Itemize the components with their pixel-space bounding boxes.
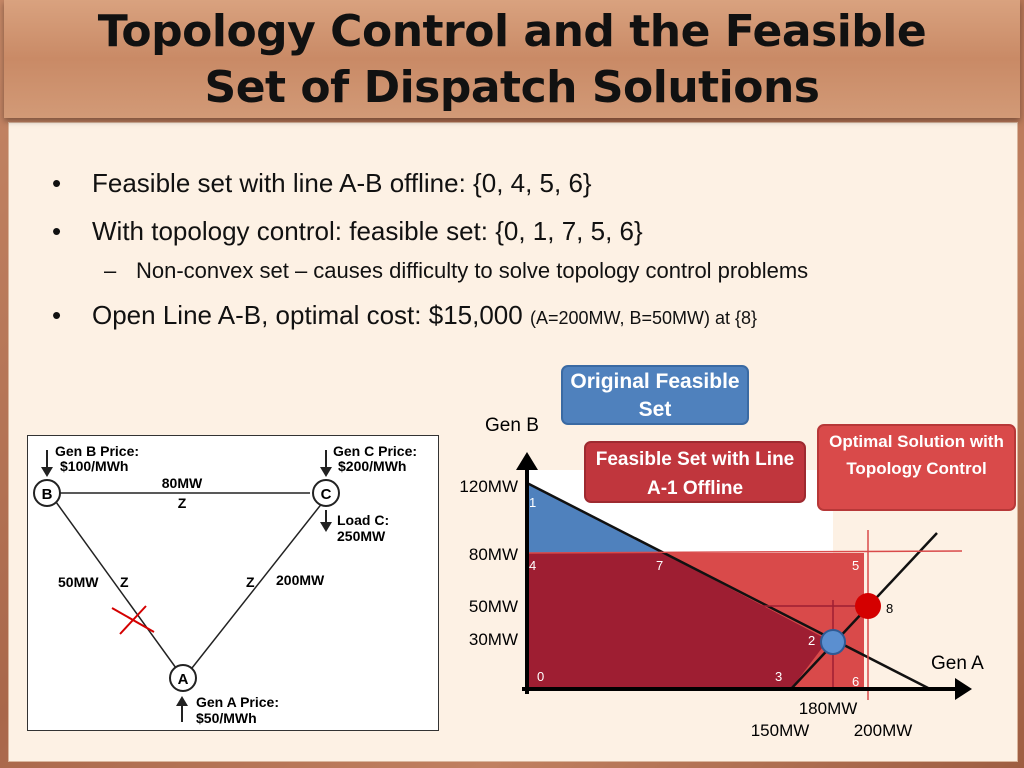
line-ba-flow: 50MW	[58, 574, 99, 590]
sub-bullet-dash: –	[104, 258, 117, 283]
gen-b-arrowhead	[41, 467, 53, 477]
slide-title: Topology Control and the Feasible Set of…	[0, 4, 1024, 116]
load-c-arrowhead	[320, 522, 332, 532]
gen-c-price-value: $200/MWh	[338, 458, 406, 474]
bullet-dot: •	[52, 300, 62, 330]
callout-offline-text: Feasible Set with Line A-1 Offline	[595, 449, 795, 499]
gen-a-arrowhead	[176, 696, 188, 706]
load-c-label: Load C:	[337, 512, 389, 528]
title-line-2: Set of Dispatch Solutions	[204, 62, 821, 113]
node-b	[33, 479, 61, 507]
title-bar	[4, 0, 1020, 118]
load-c-value: 250MW	[337, 528, 386, 544]
node-c	[312, 479, 340, 507]
line-c-a	[191, 501, 324, 669]
callout-optimal-solution: Optimal Solution with Topology Control	[817, 424, 1016, 511]
sub-bullet-text: Non-convex set – causes difficulty to so…	[136, 258, 809, 283]
bullet-item: • Open Line A-B, optimal cost: $15,000 (…	[52, 300, 992, 333]
node-a	[169, 664, 197, 692]
bullet-dot: •	[52, 168, 62, 198]
node-b-label: B	[42, 486, 53, 503]
callout-optimal-text: Optimal Solution with Topology Control	[829, 432, 1004, 478]
bullet-text: Feasible set with line A-B offline: {0, …	[92, 168, 592, 198]
line-bc-flow: 80MW	[162, 475, 203, 491]
line-ca-impedance: Z	[246, 574, 255, 590]
network-svg: B C A Gen B Price: $100/MWh Gen C Price:…	[33, 443, 417, 726]
bullet-text: Open Line A-B, optimal cost: $15,000	[92, 300, 523, 330]
line-b-a	[55, 501, 177, 669]
node-a-label: A	[178, 671, 189, 688]
gen-a-price-label: Gen A Price:	[196, 694, 279, 710]
gen-b-price-label: Gen B Price:	[55, 443, 139, 459]
bullet-small-text: (A=200MW, B=50MW) at {8}	[529, 308, 758, 328]
title-line-1: Topology Control and the Feasible	[97, 6, 927, 57]
callout-original-text: Original Feasible Set	[570, 370, 740, 421]
sub-bullet-item: – Non-convex set – causes difficulty to …	[52, 258, 992, 284]
bullet-list: • Feasible set with line A-B offline: {0…	[52, 168, 992, 351]
bullet-item: • Feasible set with line A-B offline: {0…	[52, 168, 992, 198]
line-ba-impedance: Z	[120, 574, 129, 590]
bullet-text: With topology control: feasible set: {0,…	[92, 216, 643, 246]
callout-original-feasible-set: Original Feasible Set	[561, 365, 749, 425]
gen-a-price-value: $50/MWh	[196, 710, 257, 726]
node-c-label: C	[321, 486, 332, 503]
gen-c-arrowhead	[320, 467, 332, 477]
gen-c-price-label: Gen C Price:	[333, 443, 417, 459]
gen-b-price-value: $100/MWh	[60, 458, 128, 474]
outage-mark	[119, 605, 147, 635]
network-diagram: B C A Gen B Price: $100/MWh Gen C Price:…	[27, 435, 439, 731]
line-bc-impedance: Z	[178, 495, 187, 511]
line-ca-flow: 200MW	[276, 572, 325, 588]
callout-offline-feasible-set: Feasible Set with Line A-1 Offline	[584, 441, 806, 503]
bullet-dot: •	[52, 216, 62, 246]
bullet-item: • With topology control: feasible set: {…	[52, 216, 992, 246]
